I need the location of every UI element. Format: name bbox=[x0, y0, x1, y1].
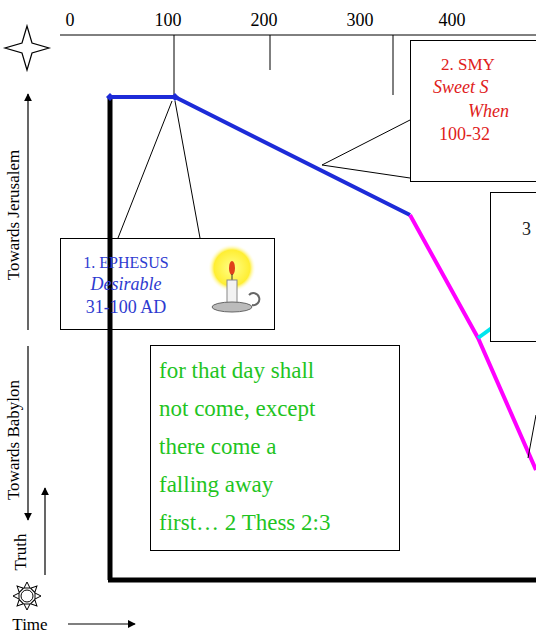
direction-arrow bbox=[27, 346, 28, 520]
box-text: 31-100 AD bbox=[61, 297, 191, 319]
time-axis bbox=[108, 578, 536, 583]
ephesus-smyrna-path bbox=[110, 97, 410, 215]
box-text: Sweet S bbox=[433, 77, 489, 99]
direction-label: Towards Babylon bbox=[5, 380, 22, 500]
sun-symbol bbox=[13, 582, 41, 610]
scale-number: 300 bbox=[347, 11, 374, 29]
box-heading: for that day shall not come, except ther… bbox=[159, 352, 337, 542]
scale-number: 100 bbox=[155, 11, 182, 29]
period-marker bbox=[106, 93, 179, 101]
scale-number: 400 bbox=[439, 11, 466, 29]
truth-axis bbox=[108, 97, 113, 580]
direction-label: Towards Jerusalem bbox=[5, 150, 22, 281]
leader-line bbox=[322, 165, 410, 178]
leader-line bbox=[175, 101, 200, 238]
time-arrow bbox=[68, 623, 135, 624]
leader-line bbox=[118, 101, 172, 238]
church-period-box: 2. SMYSweet SWhen100-32 bbox=[410, 40, 536, 182]
scale-number: 200 bbox=[251, 11, 278, 29]
axis-label: Truth bbox=[12, 533, 29, 570]
star-symbol bbox=[5, 26, 49, 70]
box-text: Desirable bbox=[61, 274, 191, 296]
box-text: 100-32 bbox=[439, 124, 490, 146]
scripture-quote-box: for that day shall not come, except ther… bbox=[150, 345, 400, 551]
box-heading: 3 bbox=[522, 219, 531, 241]
candle-icon bbox=[208, 244, 259, 312]
church-period-box: 3 bbox=[490, 192, 536, 342]
direction-arrow bbox=[27, 94, 28, 330]
scale-number: 0 bbox=[66, 11, 75, 29]
box-text: When bbox=[468, 101, 509, 123]
scale-tick bbox=[270, 35, 271, 70]
leader-line bbox=[528, 415, 536, 458]
scale-tick bbox=[174, 35, 175, 97]
time-scale-axis bbox=[60, 35, 536, 36]
church-period-box: 1. EPHESUSDesirable31-100 AD bbox=[60, 238, 275, 330]
box-heading: 1. EPHESUS bbox=[61, 253, 191, 273]
direction-arrow bbox=[44, 488, 45, 575]
scale-tick bbox=[393, 35, 394, 95]
leader-line bbox=[322, 120, 410, 165]
axis-label: Time bbox=[12, 616, 47, 633]
box-heading: 2. SMY bbox=[441, 54, 495, 75]
